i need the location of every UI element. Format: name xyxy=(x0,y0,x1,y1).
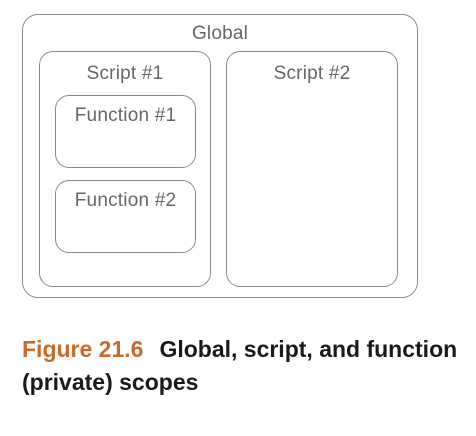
script1-scope-label: Script #1 xyxy=(86,63,164,84)
global-scope-label: Global xyxy=(191,23,249,44)
figure-caption-text: Global, script, and function (private) s… xyxy=(22,336,458,395)
script2-scope-box: Script #2 xyxy=(226,51,398,287)
function1-scope-box: Function #1 xyxy=(55,95,196,168)
script2-scope-label: Script #2 xyxy=(273,63,351,84)
figure-number: Figure 21.6 xyxy=(22,336,144,362)
function2-scope-label: Function #2 xyxy=(74,190,177,211)
function2-scope-box: Function #2 xyxy=(55,180,196,253)
function1-scope-label: Function #1 xyxy=(74,105,177,126)
